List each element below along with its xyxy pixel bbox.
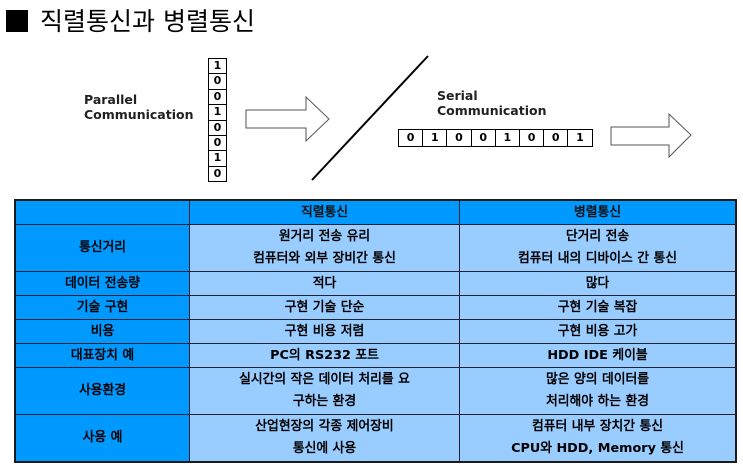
title-text: 직렬통신과 병렬통신 [40,7,255,36]
row-label: 데이터 전송량 [14,271,190,296]
page-title: 직렬통신과 병렬통신 [6,6,255,38]
row-label: 통신거리 [14,224,190,272]
serial-arrow-icon [610,112,692,159]
bit-cell: 0 [213,166,222,180]
divider-slash [311,55,429,181]
bit-cell: 0 [447,130,472,146]
bit-cell: 0 [472,130,496,146]
bit-cell: 0 [209,90,226,106]
parallel-cell: HDD IDE 케이블 [459,343,737,368]
parallel-arrow-icon [245,95,330,143]
bit-cell: 1 [209,105,226,121]
header-serial: 직렬통신 [189,199,460,225]
row-label: 사용 예 [14,414,190,463]
table-row: 비용 구현 비용 저렴 구현 비용 고가 [14,319,737,344]
bit-cell: 1 [209,151,226,167]
parallel-label: Parallel Communication [84,92,194,122]
serial-cell: PC의 RS232 포트 [189,343,460,368]
table-row: 대표장치 예 PC의 RS232 포트 HDD IDE 케이블 [14,343,737,368]
serial-cell: 구현 비용 저렴 [189,319,460,344]
serial-cell: 적다 [189,271,460,296]
row-label: 기술 구현 [14,295,190,320]
bit-cell: 0 [209,74,226,90]
serial-bit-stack: 0 1 0 0 1 0 0 1 [398,129,593,147]
table-header-row: 직렬통신 병렬통신 [14,199,737,225]
parallel-bit-stack: 1 0 0 1 0 0 1 0 [208,58,227,183]
bit-cell: 0 [544,130,569,146]
square-bullet-icon [6,10,28,32]
row-label: 대표장치 예 [14,343,190,368]
bit-cell: 0 [209,136,226,152]
parallel-cell: 많다 [459,271,737,296]
bit-cell: 1 [423,130,448,146]
header-empty [14,199,190,225]
parallel-cell: 구현 비용 고가 [459,319,737,344]
bit-cell: 1 [209,59,226,75]
serial-cell: 구현 기술 단순 [189,295,460,320]
table-row: 데이터 전송량 적다 많다 [14,271,737,296]
bit-cell: 0 [209,121,226,136]
row-label: 사용환경 [14,367,190,415]
bit-cell: 1 [576,131,584,144]
bit-cell: 0 [520,130,545,146]
header-parallel: 병렬통신 [459,199,737,225]
table-row: 기술 구현 구현 기술 단순 구현 기술 복잡 [14,295,737,320]
parallel-cell: 구현 기술 복잡 [459,295,737,320]
bit-cell: 0 [399,130,424,146]
serial-label: Serial Communication [437,88,547,118]
bit-cell: 1 [496,130,520,146]
row-label: 비용 [14,319,190,344]
